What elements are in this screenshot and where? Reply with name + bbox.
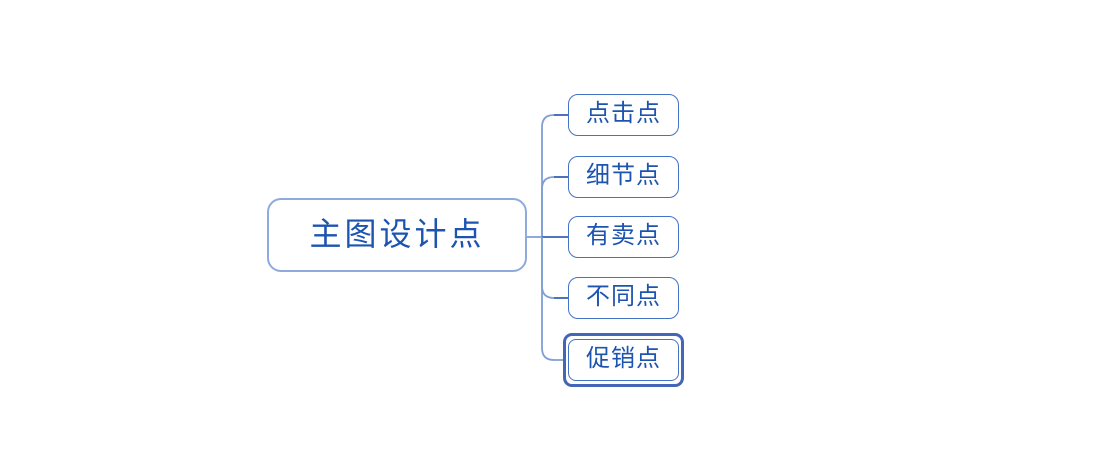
child-node-detail-point[interactable]: 细节点 — [568, 156, 679, 198]
root-node[interactable]: 主图设计点 — [267, 198, 527, 272]
child-node-selling-point[interactable]: 有卖点 — [568, 216, 679, 258]
connector-branch-1 — [541, 114, 555, 237]
child-node-click-point[interactable]: 点击点 — [568, 94, 679, 136]
child-node-difference-point[interactable]: 不同点 — [568, 277, 679, 319]
connector-branch-2 — [541, 176, 555, 237]
child-node-label: 不同点 — [586, 284, 661, 310]
child-node-label: 促销点 — [586, 346, 661, 372]
connector-branch-4 — [541, 237, 555, 299]
connector-branch-5 — [541, 237, 563, 361]
child-node-promotion-point-selected[interactable]: 促销点 — [568, 339, 679, 381]
child-node-label: 有卖点 — [586, 223, 661, 249]
child-node-label: 点击点 — [586, 101, 661, 127]
child-node-label: 细节点 — [586, 163, 661, 189]
root-node-label: 主图设计点 — [309, 216, 485, 252]
selected-node-ring: 促销点 — [563, 333, 684, 387]
